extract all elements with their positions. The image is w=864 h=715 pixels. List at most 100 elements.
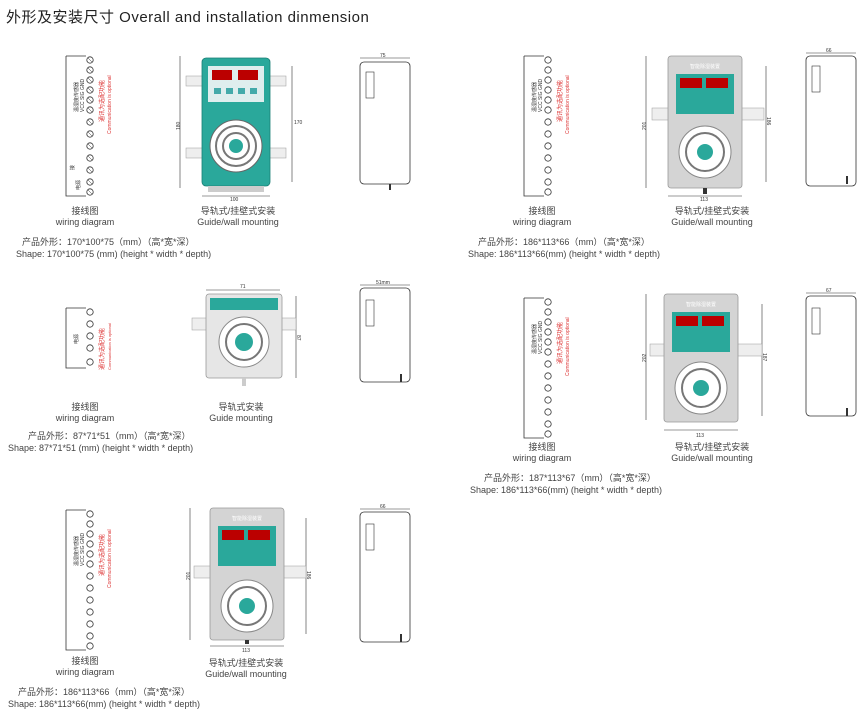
terminal-label: 温湿度传感器 xyxy=(73,82,80,112)
mount-caption-4: 导轨式/挂壁式安装 Guide/wall mounting xyxy=(652,442,772,464)
wiring-caption-cn: 接线图 xyxy=(71,656,99,666)
shape-spec-1: 产品外形：170*100*75（mm）（高*宽*深） Shape: 170*10… xyxy=(16,236,211,260)
dim-width: 113 xyxy=(700,197,708,202)
mount-caption-2: 导轨式/挂壁式安装 Guide/wall mounting xyxy=(652,206,772,228)
mount-caption-cn: 导轨式安装 xyxy=(218,402,264,412)
shape-spec-en: Shape: 186*113*66(mm) (height * width * … xyxy=(470,485,662,495)
dim-width: 113 xyxy=(242,648,250,654)
terminal-label: 温湿度传感器 xyxy=(531,82,538,112)
panel-title: 智能除湿装置 xyxy=(232,515,262,522)
mount-caption-en: Guide/wall mounting xyxy=(197,217,279,227)
mount-caption-en: Guide mounting xyxy=(209,413,273,423)
dim-height-outer: 180 xyxy=(176,121,182,130)
shape-spec-cn: 产品外形：170*100*75（mm）（高*宽*深） xyxy=(22,237,195,247)
mount-caption-3: 导轨式安装 Guide mounting xyxy=(196,402,286,424)
terminal-label: 接 xyxy=(69,165,76,170)
shape-spec-4: 产品外形：187*113*67（mm）（高*宽*深） Shape: 186*11… xyxy=(470,472,662,496)
mount-caption-en: Guide/wall mounting xyxy=(205,669,287,679)
shape-spec-en: Shape: 87*71*51 (mm) (height * width * d… xyxy=(8,443,194,453)
wiring-caption-4: 接线图 wiring diagram xyxy=(497,442,587,464)
terminal-label: VCC SIG GND xyxy=(80,79,86,112)
wiring-caption-2: 接线图 wiring diagram xyxy=(497,206,587,228)
dim-depth: 51mm xyxy=(376,280,390,286)
wiring-caption-cn: 接线图 xyxy=(528,442,556,452)
wiring-diagram-1: 温湿度传感器 VCC SIG GND 接 电源 通讯为选配功能 Communic… xyxy=(65,55,113,197)
page-title: 外形及安装尺寸 Overall and installation dinmens… xyxy=(6,9,370,26)
wiring-caption-1: 接线图 wiring diagram xyxy=(40,206,130,228)
wiring-caption-3: 接线图 wiring diagram xyxy=(40,402,130,424)
device-side-4: 67 xyxy=(805,288,857,417)
dim-height-inner: 187 xyxy=(761,353,767,362)
panel-title: 智能除湿装置 xyxy=(690,63,720,70)
mount-caption-cn: 导轨式/挂壁式安装 xyxy=(200,206,276,216)
terminal-label: VCC SIG GND xyxy=(538,79,544,112)
shape-spec-en: Shape: 186*113*66(mm) (height * width * … xyxy=(8,699,200,709)
device-side-1: 75 xyxy=(359,53,411,190)
mount-caption-1: 导轨式/挂壁式安装 Guide/wall mounting xyxy=(178,206,298,228)
shape-spec-cn: 产品外形：87*71*51（mm）（高*宽*深） xyxy=(28,431,191,441)
wiring-caption-5: 接线图 wiring diagram xyxy=(40,656,130,678)
device-side-3: 51mm xyxy=(359,280,411,383)
device-front-4: 202 187 智能除湿装置 113 xyxy=(642,293,767,439)
comm-note-en: Communication is optional xyxy=(107,529,113,588)
device-side-5: 66 xyxy=(359,504,411,643)
terminal-label: 电源 xyxy=(73,334,80,344)
dim-height-outer: 201 xyxy=(186,571,192,580)
mount-caption-cn: 导轨式/挂壁式安装 xyxy=(208,658,284,668)
dim-width: 100 xyxy=(230,197,239,202)
terminal-label: VCC SIG GND xyxy=(80,533,86,566)
comm-note-cn: 通讯为选配功能 xyxy=(98,328,106,370)
device-front-3: 71 87 xyxy=(191,284,301,386)
wiring-caption-en: wiring diagram xyxy=(55,413,115,423)
shape-spec-en: Shape: 170*100*75 (mm) (height * width *… xyxy=(16,249,212,259)
shape-spec-cn: 产品外形：186*113*66（mm）（高*宽*深） xyxy=(18,687,190,697)
shape-spec-cn: 产品外形：187*113*67（mm）（高*宽*深） xyxy=(484,473,656,483)
dim-width: 113 xyxy=(696,433,704,439)
device-side-2: 66 xyxy=(805,48,857,187)
comm-note-cn: 通讯为选配功能 xyxy=(556,80,564,122)
wiring-caption-cn: 接线图 xyxy=(71,206,99,216)
dim-height-outer: 201 xyxy=(642,121,648,130)
mount-caption-en: Guide/wall mounting xyxy=(671,453,753,463)
dim-width: 71 xyxy=(240,284,246,290)
terminal-label: 温湿度传感器 xyxy=(73,536,80,566)
wiring-diagram-3: 电源 通讯为选配功能 Communication is optional xyxy=(65,307,112,370)
wiring-caption-en: wiring diagram xyxy=(55,217,115,227)
dim-depth: 66 xyxy=(380,504,386,510)
wiring-caption-en: wiring diagram xyxy=(512,217,572,227)
comm-note-en: Communication is optional xyxy=(565,317,571,376)
device-front-1: 180 170 100 xyxy=(176,56,303,202)
wiring-diagram-2: 温湿度传感器 VCC SIG GND 通讯为选配功能 Communication… xyxy=(523,55,571,197)
wiring-caption-cn: 接线图 xyxy=(71,402,99,412)
shape-spec-5: 产品外形：186*113*66（mm）（高*宽*深） Shape: 186*11… xyxy=(8,686,200,710)
shape-spec-en: Shape: 186*113*66(mm) (height * width * … xyxy=(468,249,660,259)
wiring-caption-en: wiring diagram xyxy=(512,453,572,463)
dim-depth: 75 xyxy=(380,53,386,59)
shape-spec-cn: 产品外形：186*113*66（mm）（高*宽*深） xyxy=(478,237,650,247)
wiring-caption-en: wiring diagram xyxy=(55,667,115,677)
dim-height-inner: 186 xyxy=(765,117,771,126)
shape-spec-3: 产品外形：87*71*51（mm）（高*宽*深） Shape: 87*71*51… xyxy=(8,430,193,454)
terminal-label: VCC SIG GND xyxy=(538,321,544,354)
comm-note-cn: 通讯为选配功能 xyxy=(98,534,106,576)
comm-note-cn: 通讯为选配功能 xyxy=(556,322,564,364)
shape-spec-2: 产品外形：186*113*66（mm）（高*宽*深） Shape: 186*11… xyxy=(468,236,660,260)
dim-depth: 66 xyxy=(826,48,832,54)
wiring-diagram-5: 温湿度传感器 VCC SIG GND 通讯为选配功能 Communication… xyxy=(65,509,113,651)
device-front-2: 201 186 智能除湿装置 113 xyxy=(642,55,771,202)
comm-note-en: Communication is optional xyxy=(565,75,571,134)
dim-height-inner: 186 xyxy=(305,571,311,580)
dim-height-inner: 170 xyxy=(294,120,303,126)
device-front-5: 201 186 智能除湿装置 113 xyxy=(186,507,311,654)
dim-depth: 67 xyxy=(826,288,832,294)
comm-note-en: Communication is optional xyxy=(107,323,112,370)
panel-title: 智能除湿装置 xyxy=(686,301,716,308)
comm-note-en: Communication is optional xyxy=(107,75,113,134)
terminal-label: 电源 xyxy=(75,180,82,190)
wiring-caption-cn: 接线图 xyxy=(528,206,556,216)
mount-caption-cn: 导轨式/挂壁式安装 xyxy=(674,442,750,452)
mount-caption-en: Guide/wall mounting xyxy=(671,217,753,227)
dim-height-outer: 202 xyxy=(642,353,648,362)
terminal-label: 温湿度传感器 xyxy=(531,324,538,354)
dim-height-inner: 87 xyxy=(295,335,301,341)
